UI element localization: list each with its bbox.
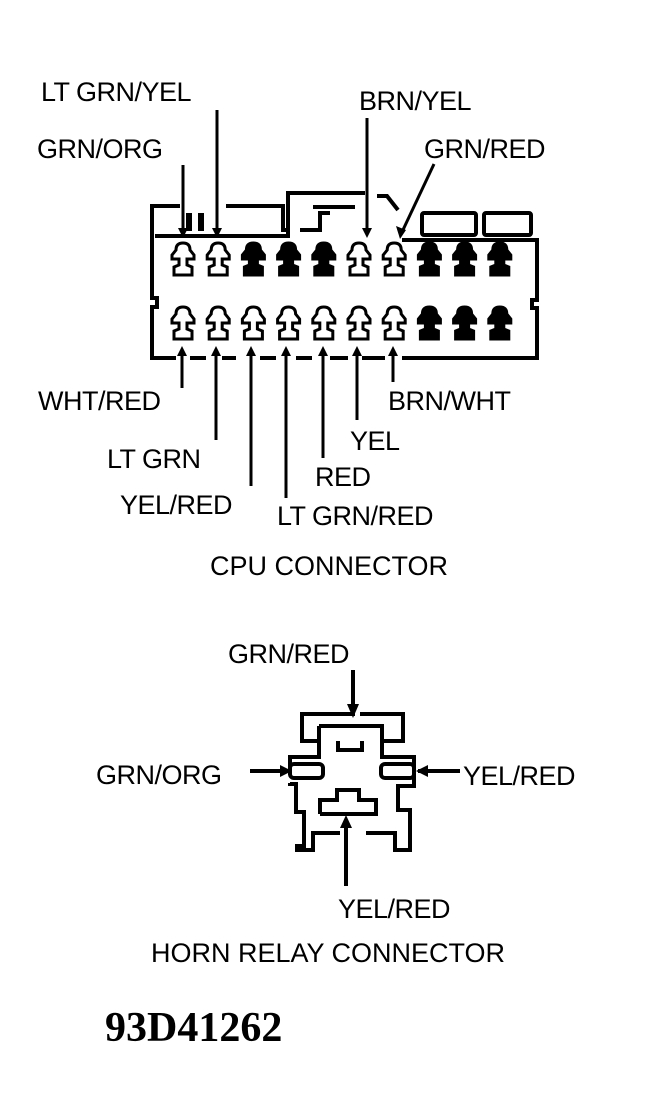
label-yel: YEL: [350, 426, 400, 456]
cpu-latch-window: [420, 211, 478, 237]
horn-relay-connector: GRN/RED GRN/ORG YEL/RED YEL/RED HORN REL…: [96, 639, 576, 968]
arrow-head: [340, 815, 352, 828]
cpu-top-terminal-4-filled: [276, 241, 302, 277]
label-red: RED: [315, 462, 371, 492]
cpu-top-terminal-1-open: [170, 241, 196, 277]
arrow-head: [281, 346, 291, 356]
cpu-bottom-terminal-1-open: [170, 305, 196, 341]
horn-relay-connector-title: HORN RELAY CONNECTOR: [151, 938, 505, 968]
label-wht-red: WHT/RED: [38, 386, 160, 416]
label-grn-org: GRN/ORG: [37, 134, 163, 164]
figure-id: 93D41262: [105, 1005, 282, 1051]
cpu-top-terminal-10-filled: [487, 241, 513, 277]
horn-label-grn-org: GRN/ORG: [96, 760, 222, 790]
cpu-connector: LT GRN/YEL GRN/ORG BRN/YEL GRN/RED WHT/R…: [37, 77, 546, 581]
cpu-connector-title: CPU CONNECTOR: [210, 551, 448, 581]
label-brn-wht: BRN/WHT: [388, 386, 510, 416]
arrow-head: [212, 228, 222, 238]
cpu-top-terminal-9-filled: [452, 241, 478, 277]
cpu-bottom-terminal-4-open: [276, 305, 302, 341]
horn-relay-bottom-slot: [318, 788, 378, 816]
horn-label-yel-red-right: YEL/RED: [463, 761, 575, 791]
arrow-head: [178, 228, 188, 238]
arrow-head: [177, 346, 187, 356]
cpu-bottom-terminal-2-open: [205, 305, 231, 341]
horn-label-grn-red: GRN/RED: [228, 639, 349, 669]
cpu-connector-housing: [150, 191, 539, 360]
horn-relay-left-terminal: [288, 762, 325, 780]
label-lt-grn: LT GRN: [107, 444, 201, 474]
cpu-latch-window: [482, 211, 533, 237]
cpu-bottom-row-terminals: [170, 305, 513, 341]
cpu-bottom-terminal-6-open: [346, 305, 372, 341]
cpu-top-terminal-7-open: [381, 241, 407, 277]
horn-relay-top-slot: [317, 724, 384, 752]
label-grn-red: GRN/RED: [424, 134, 545, 164]
arrow-head: [318, 346, 328, 356]
cpu-lock-tab: [186, 213, 192, 231]
arrow-head: [211, 346, 221, 356]
cpu-lock-tab: [198, 213, 204, 231]
leader-line-grn-red: [400, 163, 436, 233]
cpu-bottom-terminal-3-open: [240, 305, 266, 341]
cpu-bottom-terminal-8-filled: [416, 305, 442, 341]
cpu-top-terminal-2-open: [205, 241, 231, 277]
cpu-bottom-terminal-5-open: [311, 305, 337, 341]
arrow-head: [246, 346, 256, 356]
cpu-top-terminal-3-filled: [240, 241, 266, 277]
label-lt-grn-yel: LT GRN/YEL: [41, 77, 192, 107]
cpu-bottom-terminal-9-filled: [452, 305, 478, 341]
label-brn-yel: BRN/YEL: [359, 86, 472, 116]
arrow-head: [347, 704, 359, 718]
arrow-head: [396, 226, 406, 239]
label-lt-grn-red: LT GRN/RED: [277, 501, 433, 531]
cpu-top-terminal-6-open: [346, 241, 372, 277]
cpu-bottom-terminal-10-filled: [487, 305, 513, 341]
arrow-head: [416, 765, 428, 777]
arrow-head: [388, 346, 398, 356]
arrow-head: [362, 228, 372, 238]
label-yel-red: YEL/RED: [120, 490, 232, 520]
horn-relay-right-terminal: [379, 762, 416, 780]
arrow-head: [280, 765, 292, 777]
arrow-head: [352, 346, 362, 356]
horn-label-yel-red-bottom: YEL/RED: [338, 894, 450, 924]
cpu-top-terminal-8-filled: [416, 241, 442, 277]
cpu-top-terminal-5-filled: [311, 241, 337, 277]
cpu-top-row-terminals: [170, 241, 513, 277]
cpu-bottom-terminal-7-open: [381, 305, 407, 341]
cpu-housing-shelf: [155, 205, 355, 238]
horn-relay-housing: [288, 712, 416, 852]
